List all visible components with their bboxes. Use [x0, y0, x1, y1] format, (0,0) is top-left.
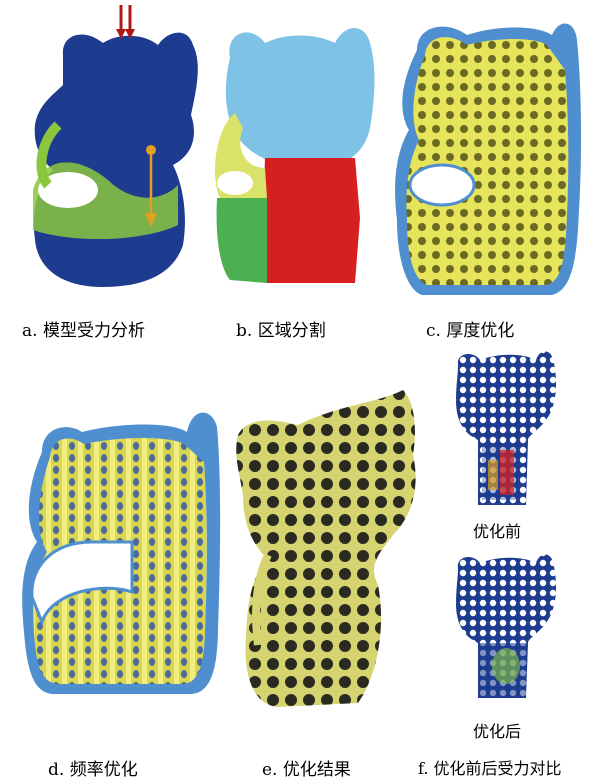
label-after: 优化后 — [473, 718, 521, 742]
figure-c-thickness-optimization — [387, 10, 587, 302]
figure-f-after — [448, 548, 558, 703]
cat-model-regions — [215, 28, 375, 283]
caption-a: a. 模型受力分析 — [22, 316, 145, 341]
label-before: 优化前 — [473, 518, 521, 542]
cat-stress-after — [456, 554, 556, 698]
caption-e: e. 优化结果 — [262, 755, 351, 780]
force-arrow-down-icon — [116, 5, 135, 39]
figure-b-region-segmentation — [205, 18, 385, 298]
caption-c: c. 厚度优化 — [426, 316, 514, 341]
cat-model-result — [236, 390, 415, 707]
figure-e-optimization-result — [228, 385, 428, 715]
cat-model-stress — [33, 33, 198, 287]
cat-model-thickness — [395, 24, 581, 295]
caption-f: f. 优化前后受力对比 — [418, 755, 562, 779]
figure-a-force-analysis — [18, 5, 203, 295]
caption-b: b. 区域分割 — [236, 316, 326, 341]
caption-d: d. 频率优化 — [48, 755, 138, 780]
cat-stress-before — [456, 351, 556, 505]
figure-d-frequency-optimization — [12, 392, 222, 702]
cat-model-frequency — [22, 413, 220, 694]
figure-f-before — [448, 345, 558, 507]
